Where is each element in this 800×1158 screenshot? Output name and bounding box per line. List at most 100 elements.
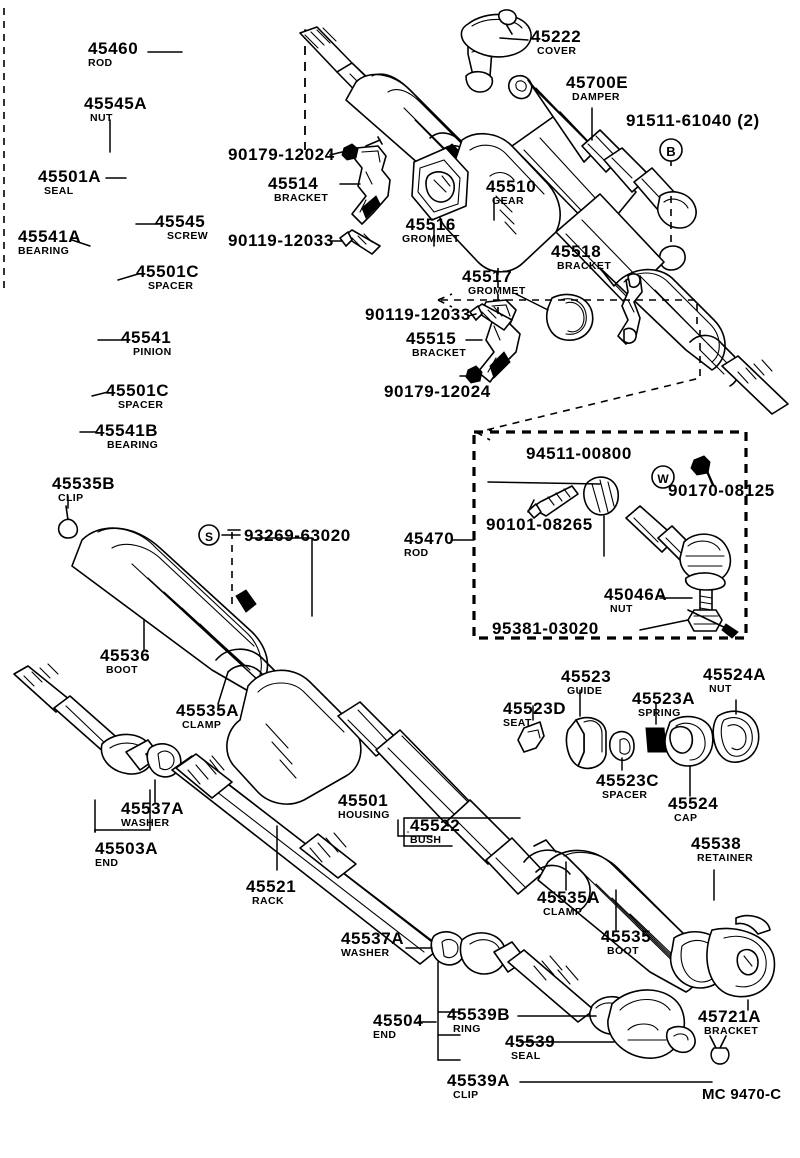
callout-90119-12033-upper: 90119-12033 [228,232,334,250]
callout-desc: HOUSING [338,809,390,821]
callout-45539A: 45539A CLIP [447,1072,510,1101]
callout-number: 45539 [505,1032,556,1051]
callout-desc: CLAMP [543,906,583,918]
svg-text:B: B [666,144,675,159]
callout-45537A-lower: 45537A WASHER [341,930,404,959]
callout-number: 90119-12033 [365,305,471,324]
callout-45222: 45222 COVER [531,28,581,57]
callout-desc: END [95,857,119,869]
callout-desc: NUT [709,683,732,695]
callout-number: 45541B [95,421,159,440]
callout-45524: 45524 CAP [668,795,718,824]
callout-number: 45700E [566,73,629,92]
callout-desc: SPRING [638,707,681,719]
callout-45535A-lower: 45535A CLAMP [537,889,600,918]
callout-number: 45536 [100,646,151,665]
callout-45541B: 45541B BEARING [95,422,158,451]
callout-94511-00800: 94511-00800 [526,445,632,463]
callout-91511-61040: 91511-61040 (2) [626,112,760,130]
callout-45504: 45504 END [373,1012,423,1041]
callout-45523: 45523 GUIDE [561,668,611,697]
callout-45535A-upper: 45535A CLAMP [176,702,239,731]
callout-number: 45515 [406,329,457,348]
callout-desc: ROD [88,57,113,69]
callout-45046A: 45046A NUT [604,586,667,615]
callout-number: 45523C [596,771,660,790]
callout-desc: SCREW [167,230,209,242]
callout-desc: BUSH [410,834,442,846]
callout-desc: SPACER [118,399,164,411]
callout-45535B: 45535B CLIP [52,475,115,504]
callout-desc: ROD [404,547,429,559]
callout-number: 45503A [95,839,159,858]
callout-number: 45517 [462,267,513,286]
callout-45700E: 45700E DAMPER [566,74,628,103]
callout-number: 45535B [52,474,116,493]
callout-desc: GUIDE [567,685,603,697]
callout-45541: 45541 PINION [121,329,172,358]
callout-number: 45523D [503,699,567,718]
diagram-reference-code: MC 9470-C [702,1086,782,1103]
callout-number: 45524 [668,794,719,813]
callout-number: 45046A [604,585,668,604]
callout-number: 45501C [136,262,200,281]
callout-45501A: 45501A SEAL [38,168,101,197]
callout-number: 45510 [486,177,537,196]
callout-desc: BEARING [18,245,70,257]
callout-90179-12024-lower: 90179-12024 [384,383,491,401]
callout-90170-08125: 90170-08125 [668,482,775,500]
callout-desc: WASHER [121,817,170,829]
callout-number: 95381-03020 [492,619,599,638]
callout-number: 90101-08265 [486,515,593,534]
callout-number: 90179-12024 [384,382,491,401]
callout-desc: SPACER [148,280,194,292]
callout-number: 45545A [84,94,148,113]
callout-desc: SPACER [602,789,648,801]
callout-number: 93269-63020 [244,526,351,545]
callout-45517: 45517 GROMMET [462,268,526,297]
callout-number: 45523A [632,689,696,708]
callout-number: 45539B [447,1005,511,1024]
callout-45523D: 45523D SEAT [503,700,566,729]
callout-number: 45537A [341,929,405,948]
callout-45539B: 45539B RING [447,1006,510,1035]
callout-45515: 45515 BRACKET [406,330,466,359]
callout-45721A: 45721A BRACKET [698,1008,761,1037]
callout-number: 45535 [601,927,652,946]
callout-45501: 45501 HOUSING [338,792,390,821]
callout-desc: CLAMP [182,719,222,731]
callout-number: 94511-00800 [526,444,632,463]
callout-number: 90119-12033 [228,231,334,250]
callout-number: 45501C [106,381,170,400]
callout-desc: SEAT [503,717,532,729]
callout-desc: PINION [133,346,172,358]
callout-desc: SEAL [44,185,74,197]
callout-45501C-lower: 45501C SPACER [106,382,169,411]
callout-45535: 45535 BOOT [601,928,651,957]
callout-number: 45535A [176,701,240,720]
callout-number: 45516 [405,215,456,234]
callout-number: 45222 [531,27,582,46]
callout-number: 45460 [88,39,139,58]
callout-number: 90179-12024 [228,145,335,164]
callout-number: 45470 [404,529,455,548]
callout-number: 45522 [410,816,461,835]
callout-number: 45504 [373,1011,424,1030]
callout-number: 45535A [537,888,601,907]
callout-desc: BRACKET [704,1025,759,1037]
callout-desc: COVER [537,45,577,57]
callout-desc: CAP [674,812,698,824]
callout-45545A: 45545A NUT [84,95,147,124]
callout-45545: 45545 SCREW [155,213,208,242]
callout-desc: BRACKET [274,192,329,204]
callout-number: 45537A [121,799,185,818]
callout-desc: RING [453,1023,481,1035]
callout-number: 45523 [561,667,612,686]
callout-desc: WASHER [341,947,390,959]
callout-45516: 45516 GROMMET [402,216,460,245]
callout-45521: 45521 RACK [246,878,296,907]
callout-45501C-upper: 45501C SPACER [136,263,199,292]
callout-90101-08265: 90101-08265 [486,516,593,534]
callout-93269-63020: 93269-63020 [244,527,351,545]
